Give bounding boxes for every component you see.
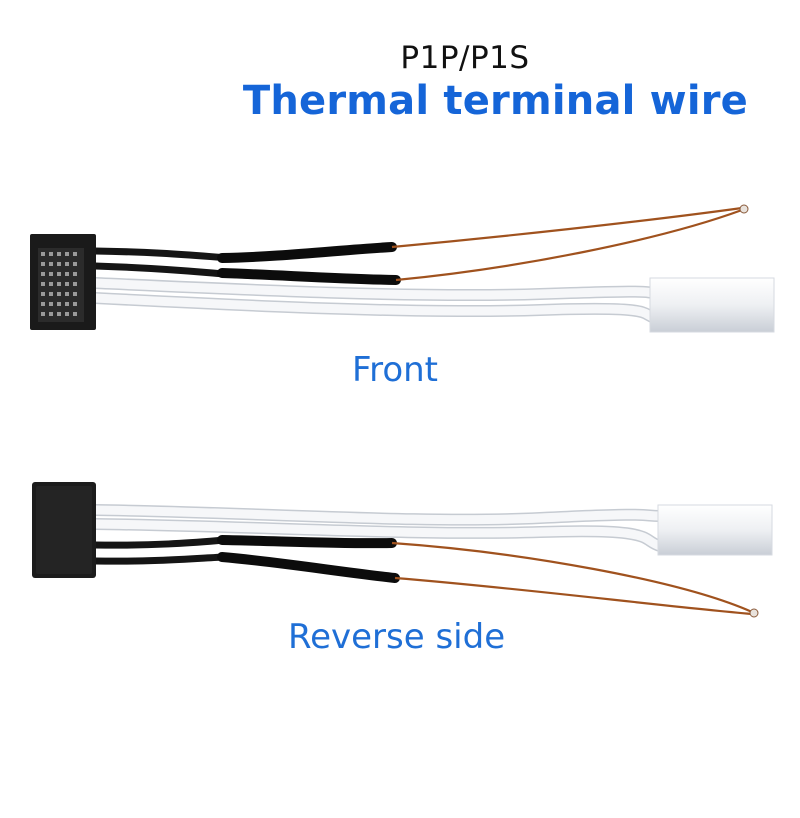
front-view-wire [30, 204, 775, 333]
reverse-heater-block [657, 504, 773, 556]
front-copper-wire [395, 208, 743, 282]
front-heater-block [649, 277, 775, 333]
reverse-copper-wire [391, 541, 753, 614]
model-label: P1P/P1S [400, 40, 530, 76]
reverse-view-wire [32, 482, 773, 618]
reverse-copper-wire [394, 576, 753, 616]
front-copper-wire [391, 206, 743, 249]
front-sensor-bead [739, 204, 749, 214]
reverse-caption: Reverse side [288, 617, 506, 657]
reverse-sensor-bead [749, 608, 759, 618]
front-caption: Front [352, 350, 438, 390]
page-title: Thermal terminal wire [242, 78, 748, 124]
